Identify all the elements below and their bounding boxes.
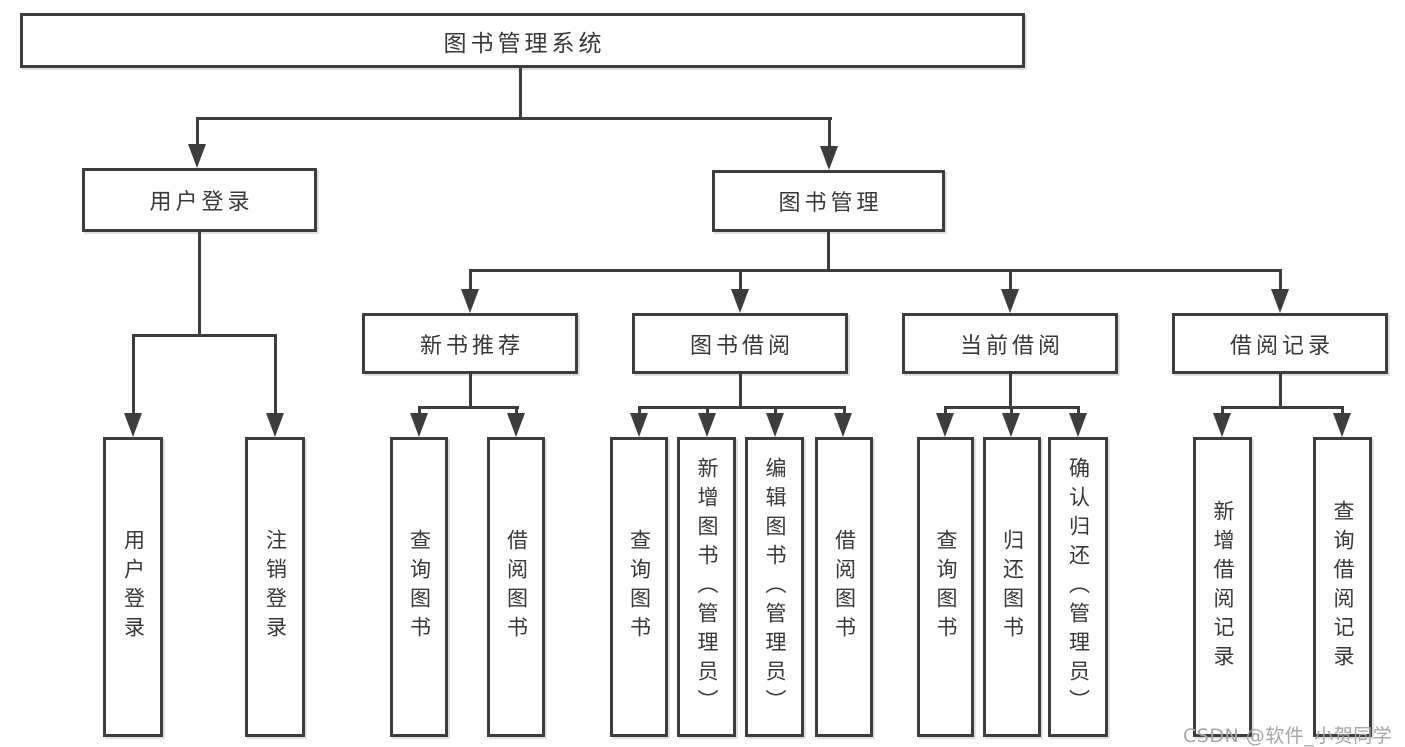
node-book-borrow: 图书借阅 <box>632 313 848 374</box>
node-label: 图书管理 <box>778 191 883 216</box>
leaf-cb-return-book: 归还图书 <box>983 437 1041 737</box>
leaf-bb-edit-book-admin: 编辑图书（管理员） <box>745 437 804 737</box>
leaf-label: 借阅图书 <box>504 529 529 645</box>
arrowhead-book-management <box>820 146 838 170</box>
node-borrow-record: 借阅记录 <box>1172 313 1388 374</box>
connector-drop-book-management <box>828 117 831 149</box>
connector-root-stem <box>519 66 522 119</box>
leaf-br-query-record: 查询借阅记录 <box>1313 437 1372 737</box>
connector-g4-hline <box>1221 406 1344 409</box>
connector-drop-borrow-record <box>1279 269 1282 292</box>
leaf-label: 归还图书 <box>1000 529 1025 645</box>
arrowhead-g1-leaf1 <box>410 413 428 437</box>
connector-g2-drop2 <box>706 406 709 417</box>
arrowhead-borrow-record <box>1271 289 1289 313</box>
connector-g2-drop3 <box>774 406 777 417</box>
leaf-label: 查询借阅记录 <box>1331 500 1355 674</box>
arrowhead-g3-leaf3 <box>1069 413 1087 437</box>
node-user-login: 用户登录 <box>82 168 317 232</box>
leaf-cb-confirm-return-admin: 确认归还（管理员） <box>1048 437 1108 737</box>
connector-g1-drop2 <box>515 406 518 417</box>
connector-g3-drop1 <box>944 406 947 417</box>
connector-g2-drop4 <box>843 406 846 417</box>
connector-g4-drop1 <box>1221 406 1224 417</box>
arrowhead-g2-leaf1 <box>630 413 648 437</box>
arrowhead-g4-leaf1 <box>1213 413 1231 437</box>
arrowhead-leaf-user-login <box>124 413 142 437</box>
arrowhead-g4-leaf2 <box>1333 413 1351 437</box>
arrowhead-user-login <box>188 144 206 168</box>
node-label: 当前借阅 <box>959 333 1064 359</box>
leaf-user-login: 用户登录 <box>103 437 163 737</box>
csdn-watermark: CSDN @软件_小贺同学 <box>1183 725 1393 747</box>
node-new-book-recommend: 新书推荐 <box>362 313 578 374</box>
leaf-logout-login: 注销登录 <box>245 437 305 737</box>
connector-book-management-stem <box>827 230 830 272</box>
connector-drop-current-borrow <box>1009 269 1012 292</box>
leaf-label: 查询图书 <box>407 529 432 645</box>
connector-level2-hline <box>196 117 832 120</box>
connector-g3-drop2 <box>1010 406 1013 417</box>
connector-drop-book-borrow <box>739 269 742 292</box>
arrowhead-g2-leaf3 <box>766 413 784 437</box>
leaf-bb-query-book: 查询图书 <box>610 437 668 737</box>
connector-g2-hline <box>638 406 846 409</box>
connector-g3-drop3 <box>1077 406 1080 417</box>
leaf-label: 查询图书 <box>627 529 652 645</box>
leaf-label: 注销登录 <box>263 529 288 645</box>
node-label: 借阅记录 <box>1229 333 1334 359</box>
node-book-management: 图书管理 <box>712 170 945 232</box>
node-library-management-system: 图书管理系统 <box>20 13 1025 68</box>
leaf-label: 新增图书（管理员） <box>695 456 719 718</box>
leaf-label: 新增借阅记录 <box>1211 500 1235 674</box>
connector-g3-stem <box>1009 372 1012 408</box>
leaf-label: 确认归还（管理员） <box>1066 456 1091 718</box>
leaf-bb-borrow-book: 借阅图书 <box>815 437 873 737</box>
node-label: 图书管理系统 <box>443 30 606 57</box>
connector-g1-stem <box>469 372 472 408</box>
connector-user-login-hline <box>132 334 277 337</box>
connector-g2-stem <box>739 372 742 408</box>
node-label: 新书推荐 <box>419 333 524 359</box>
leaf-nbr-borrow-book: 借阅图书 <box>487 437 545 737</box>
leaf-bb-add-book-admin: 新增图书（管理员） <box>677 437 736 737</box>
leaf-label: 编辑图书（管理员） <box>763 456 787 718</box>
arrowhead-g1-leaf2 <box>507 413 525 437</box>
arrowhead-g2-leaf2 <box>698 413 716 437</box>
connector-g4-stem <box>1279 372 1282 408</box>
connector-drop-new-book <box>469 269 472 292</box>
leaf-label: 用户登录 <box>121 529 146 645</box>
arrowhead-book-borrow <box>731 289 749 313</box>
arrowhead-g3-leaf2 <box>1002 413 1020 437</box>
connector-g1-drop1 <box>418 406 421 417</box>
leaf-cb-query-book: 查询图书 <box>917 437 974 737</box>
connector-level3-hline <box>469 269 1282 272</box>
arrowhead-g2-leaf4 <box>834 413 852 437</box>
connector-drop-leaf-user-login <box>132 334 135 416</box>
connector-drop-user-login <box>196 117 199 149</box>
leaf-br-add-record: 新增借阅记录 <box>1193 437 1252 737</box>
node-current-borrow: 当前借阅 <box>902 313 1118 374</box>
connector-g4-drop2 <box>1341 406 1344 417</box>
arrowhead-new-book <box>461 289 479 313</box>
leaf-label: 借阅图书 <box>832 529 857 645</box>
node-label: 用户登录 <box>149 190 254 215</box>
arrowhead-current-borrow <box>1001 289 1019 313</box>
connector-user-login-stem <box>198 230 201 336</box>
node-label: 图书借阅 <box>689 333 794 359</box>
leaf-nbr-query-book: 查询图书 <box>390 437 448 737</box>
arrowhead-g3-leaf1 <box>936 413 954 437</box>
leaf-label: 查询图书 <box>934 529 958 645</box>
connector-g2-drop1 <box>638 406 641 417</box>
connector-drop-leaf-logout <box>274 334 277 416</box>
connector-g1-hline <box>418 406 519 409</box>
arrowhead-leaf-logout <box>266 413 284 437</box>
